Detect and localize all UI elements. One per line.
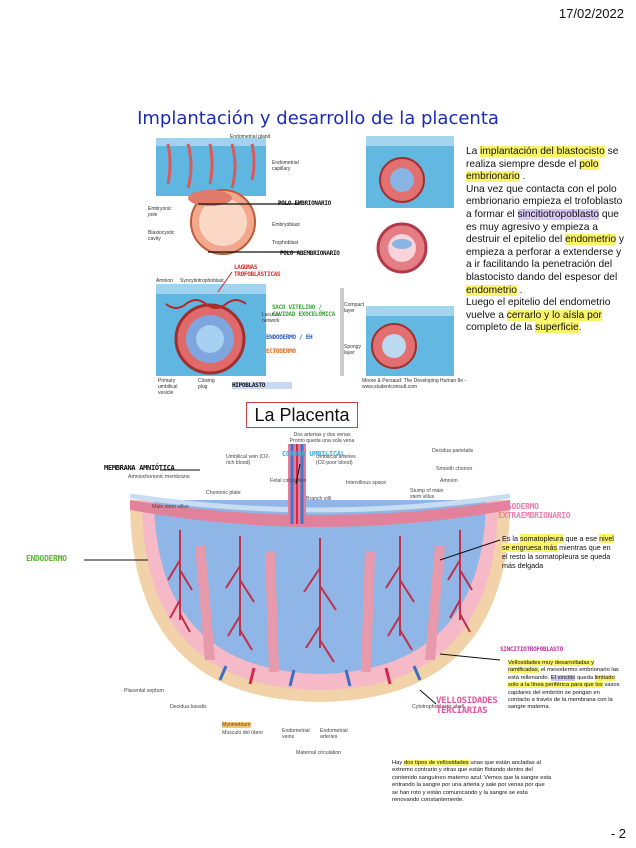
note-highlight: El sincitio [551,675,575,681]
page-number: - 2 [611,826,626,841]
somatopleura-note: Es la somatopleura que a ese nivel se en… [502,534,618,570]
vellosidades-note: Vellosidades muy desarrolladas y ramific… [508,660,620,712]
note-text: Es la [502,534,520,543]
tipos-vellosidades-note: Hay dos tipos de vellosidades unas que e… [392,760,552,804]
note-highlight: somatopleura [520,534,564,543]
note-highlight: dos tipos de vellosidades [404,760,469,766]
note-text: que a ese [564,534,600,543]
note-text: queda [575,675,594,681]
note-text: unas que están ancladas al extremo contr… [392,760,551,803]
note-text: Hay [392,760,404,766]
